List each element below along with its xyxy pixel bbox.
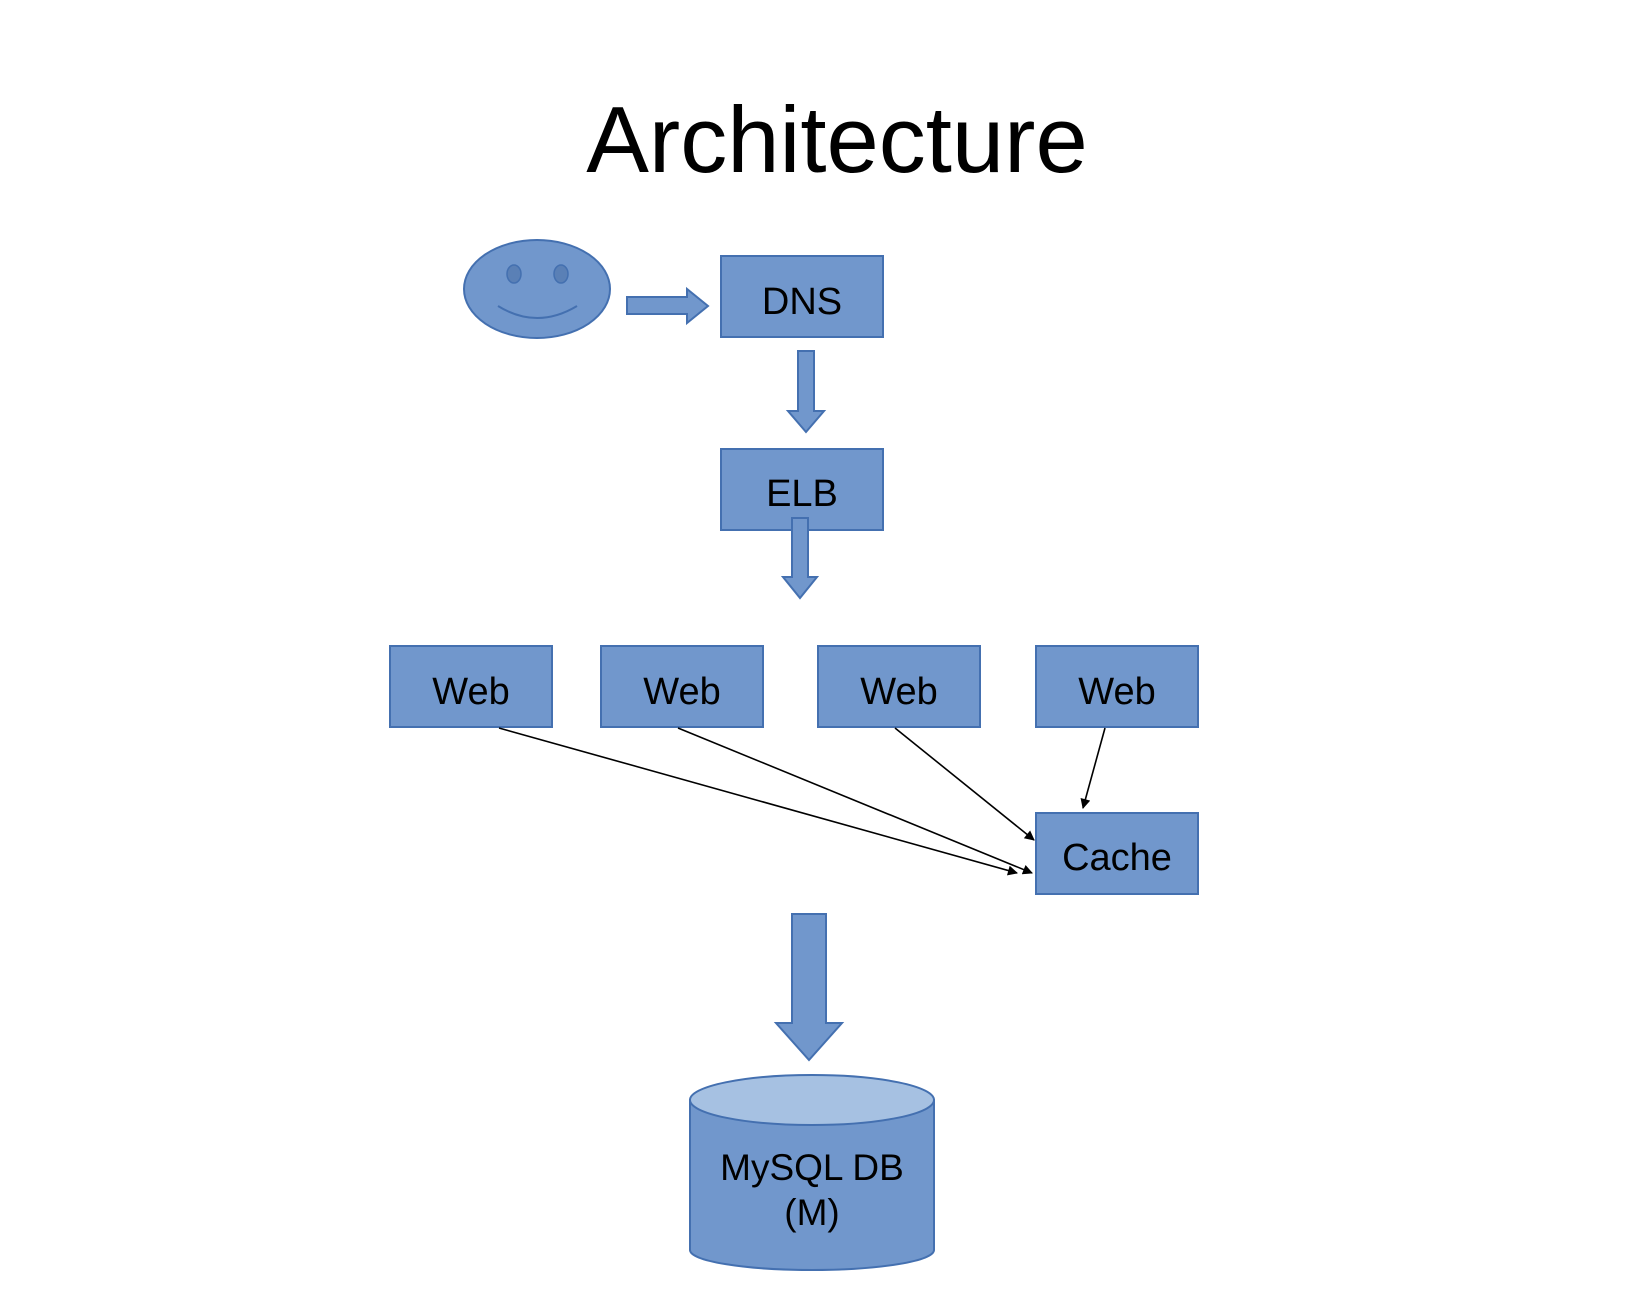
arrow-to-database bbox=[773, 913, 845, 1062]
web-node-3: Web bbox=[817, 645, 981, 728]
arrow-elb-to-web bbox=[780, 517, 820, 600]
connector-web1-to-cache bbox=[498, 727, 1018, 876]
page-title: Architecture bbox=[586, 87, 1088, 192]
elb-node: ELB bbox=[720, 448, 884, 531]
connector-web4-to-cache bbox=[1080, 727, 1106, 809]
connector-web2-to-cache bbox=[677, 727, 1033, 875]
elb-label: ELB bbox=[766, 473, 838, 515]
web-node-4: Web bbox=[1035, 645, 1199, 728]
db-body bbox=[689, 1099, 935, 1271]
web-node-2: Web bbox=[600, 645, 764, 728]
user-face bbox=[463, 239, 611, 339]
smiley-face-icon bbox=[463, 239, 611, 339]
database-cylinder-icon: MySQL DB (M) bbox=[689, 1074, 935, 1271]
user-left-eye bbox=[506, 264, 522, 284]
web-label: Web bbox=[1078, 671, 1155, 713]
db-label-line2: (M) bbox=[784, 1192, 839, 1233]
user-smile bbox=[497, 305, 578, 319]
web-label: Web bbox=[643, 671, 720, 713]
web-label: Web bbox=[860, 671, 937, 713]
connector-web3-to-cache bbox=[894, 727, 1035, 841]
arrow-dns-to-elb bbox=[785, 350, 827, 434]
user-right-eye bbox=[553, 264, 569, 284]
cache-node: Cache bbox=[1035, 812, 1199, 895]
web-node-1: Web bbox=[389, 645, 553, 728]
db-label-line1: MySQL DB bbox=[720, 1147, 904, 1188]
arrow-user-to-dns bbox=[626, 286, 710, 326]
web-label: Web bbox=[432, 671, 509, 713]
db-top bbox=[689, 1074, 935, 1126]
dns-node: DNS bbox=[720, 255, 884, 338]
cache-label: Cache bbox=[1062, 837, 1172, 879]
dns-label: DNS bbox=[762, 281, 842, 323]
